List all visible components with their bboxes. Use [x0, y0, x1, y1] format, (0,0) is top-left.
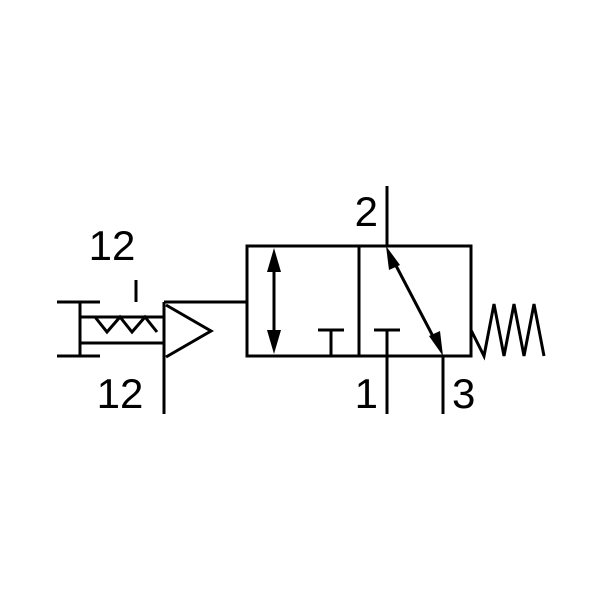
port-label-1: 1: [355, 370, 378, 417]
flow-arrow-head-top: [386, 246, 400, 270]
position-left: [267, 248, 344, 356]
pilot-actuator: [57, 280, 164, 358]
position-right: [374, 246, 443, 356]
port-label-3: 3: [452, 370, 475, 417]
port-label-2: 2: [355, 188, 378, 235]
pilot-spring-zigzag: [93, 314, 159, 335]
pressure-actuator: [162, 300, 247, 414]
return-spring: [469, 303, 546, 361]
arrow-head-down: [267, 330, 281, 354]
valve-body: [245, 244, 473, 358]
flow-arrow-shaft: [390, 257, 439, 345]
port-lines: [385, 186, 445, 414]
port-label-12-bottom: 12: [97, 370, 144, 417]
arrow-head-up: [267, 248, 281, 272]
flow-arrow-head-bottom: [429, 331, 443, 356]
port-label-12-top: 12: [89, 222, 136, 269]
actuator-triangle: [165, 303, 214, 359]
